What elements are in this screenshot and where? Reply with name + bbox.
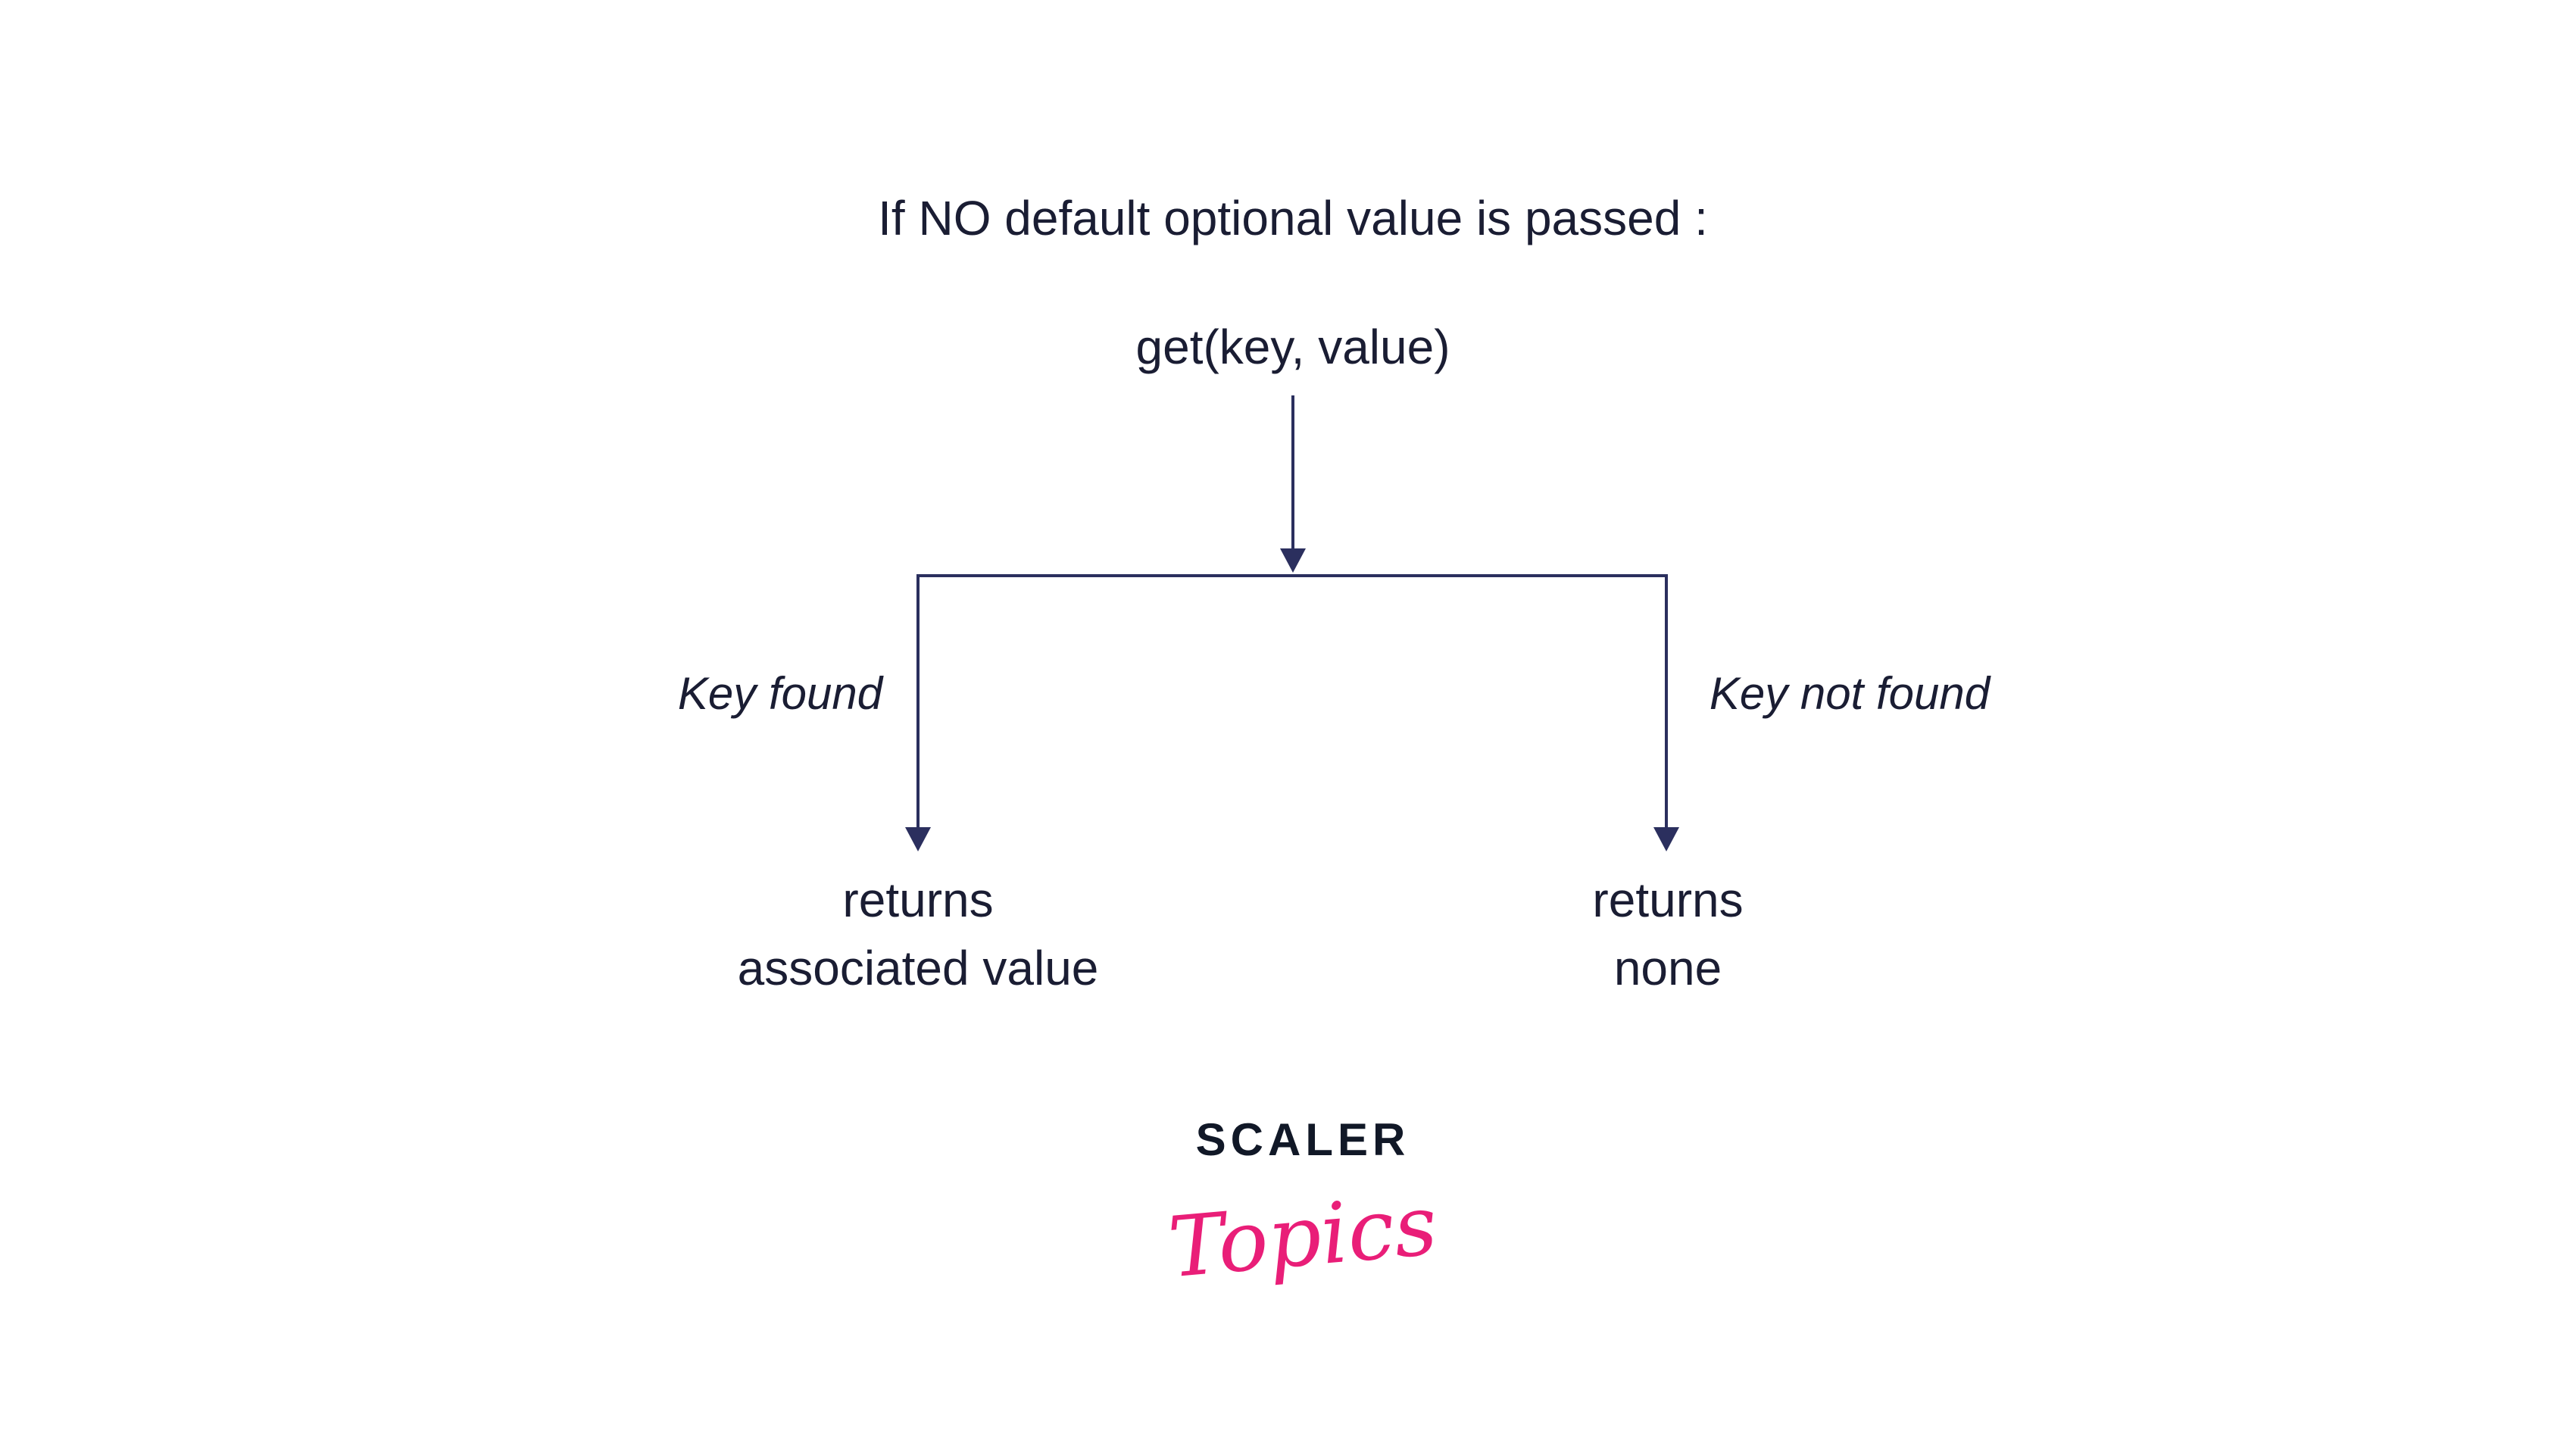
arrowhead-left — [905, 827, 931, 851]
logo-topics: Topics — [1164, 1176, 1441, 1297]
arrowhead-right — [1653, 827, 1679, 851]
logo-scaler: SCALER — [1195, 1114, 1410, 1165]
arrowhead-main — [1280, 548, 1306, 573]
result-left-line2: associated value — [737, 941, 1099, 995]
result-right-line1: returns — [1592, 873, 1744, 927]
condition-key-found: Key found — [677, 668, 883, 719]
diagram-title: If NO default optional value is passed : — [878, 191, 1708, 245]
scaler-topics-logo: SCALER Topics — [1151, 1110, 1454, 1337]
result-left-line1: returns — [842, 873, 994, 927]
result-right-line2: none — [1613, 941, 1722, 995]
condition-key-not-found: Key not found — [1709, 668, 1991, 719]
function-call: get(key, value) — [1135, 320, 1450, 374]
branch-connector — [916, 574, 1668, 829]
